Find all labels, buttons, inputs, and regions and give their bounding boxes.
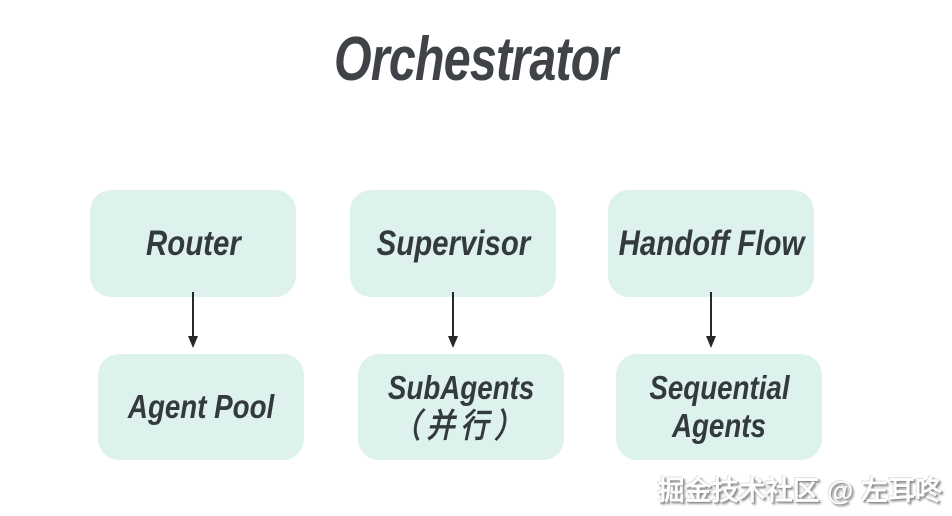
node-box-router: Router <box>90 190 296 297</box>
node-box-supervisor: Supervisor <box>350 190 556 297</box>
node-box-handoff-flow: Handoff Flow <box>608 190 814 297</box>
node-box-agent-pool: Agent Pool <box>98 354 304 460</box>
node-label-agent-pool-line1: Agent Pool <box>127 387 275 425</box>
arrow-down-icon <box>706 292 716 348</box>
node-label-handoff-flow: Handoff Flow <box>618 223 804 263</box>
node-label-sequential-agents-line2: Agents <box>672 407 766 444</box>
node-box-subagents: SubAgents （并行） <box>358 354 564 460</box>
page-title: Orchestrator <box>0 24 952 95</box>
node-label-sequential-agents-line1: Sequential <box>648 368 790 406</box>
column-supervisor: Supervisor SubAgents （并行） <box>350 190 564 460</box>
arrow-down-icon <box>188 292 198 348</box>
page-title-text: Orchestrator <box>334 25 618 94</box>
node-box-sequential-agents: Sequential Agents <box>616 354 822 460</box>
node-label-supervisor: Supervisor <box>376 223 530 263</box>
node-label-router: Router <box>145 223 241 263</box>
watermark: 掘金技术社区 @ 左耳咚 <box>657 476 942 506</box>
node-label-subagents-line2: （并行） <box>393 407 529 444</box>
node-label-subagents-line1: SubAgents <box>387 368 535 406</box>
arrow-down-icon <box>448 292 458 348</box>
column-handoff-flow: Handoff Flow Sequential Agents <box>608 190 822 460</box>
column-router: Router Agent Pool <box>90 190 304 460</box>
